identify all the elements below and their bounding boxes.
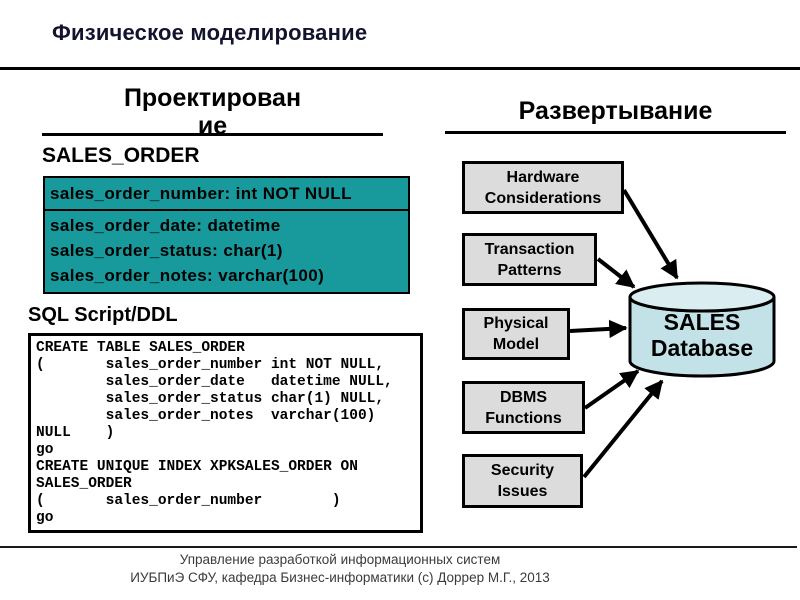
factor-box-dbms-functions: DBMS Functions — [462, 381, 585, 434]
sql-script-label: SQL Script/DDL — [28, 304, 178, 326]
arrow-security-to-db — [582, 379, 664, 479]
slide-title: Физическое моделирование — [52, 20, 368, 45]
design-heading-line1: Проектирован — [123, 84, 302, 112]
entity-attribute: sales_order_notes: varchar(100) — [50, 266, 325, 285]
factor-box-security-issues: Security Issues — [462, 454, 583, 508]
deployment-heading-underline — [445, 131, 786, 134]
database-label-line2: Database — [650, 335, 754, 361]
footer: Управление разработкой информационных си… — [0, 551, 680, 586]
entity-key-attribute: sales_order_number: int NOT NULL — [45, 178, 408, 211]
factor-box-physical-model: Physical Model — [462, 308, 570, 360]
deployment-section-heading: Развертывание — [518, 97, 713, 125]
database-label: SALES Database — [628, 309, 776, 361]
footer-divider-line — [0, 546, 797, 548]
entity-attribute: sales_order_date: datetime — [50, 216, 281, 235]
database-label-line1: SALES — [663, 309, 741, 335]
arrow-transaction-to-db — [596, 257, 636, 289]
entity-attributes: sales_order_date: datetime sales_order_s… — [45, 211, 408, 292]
design-section-heading: Проектирован ие — [42, 84, 383, 140]
sql-code-box: CREATE TABLE SALES_ORDER ( sales_order_n… — [28, 333, 423, 533]
title-divider-line — [0, 67, 800, 70]
entity-attribute: sales_order_status: char(1) — [50, 241, 283, 260]
entity-table: sales_order_number: int NOT NULL sales_o… — [43, 176, 410, 294]
factor-box-hardware-considerations: Hardware Considerations — [462, 161, 624, 214]
design-heading-underline — [42, 133, 383, 136]
entity-name-label: SALES_ORDER — [42, 144, 200, 167]
arrow-hardware-to-db — [622, 188, 679, 280]
arrow-physical-to-db — [569, 319, 628, 339]
factor-box-transaction-patterns: Transaction Patterns — [462, 233, 597, 286]
factor-arrows — [569, 188, 679, 479]
arrow-dbms-to-db — [583, 369, 640, 410]
footer-line1: Управление разработкой информационных си… — [179, 552, 501, 567]
database-cylinder-icon — [628, 281, 776, 378]
footer-line2: ИУБПиЭ СФУ, кафедра Бизнес-информатики (… — [130, 569, 550, 585]
sql-code: CREATE TABLE SALES_ORDER ( sales_order_n… — [36, 340, 393, 526]
